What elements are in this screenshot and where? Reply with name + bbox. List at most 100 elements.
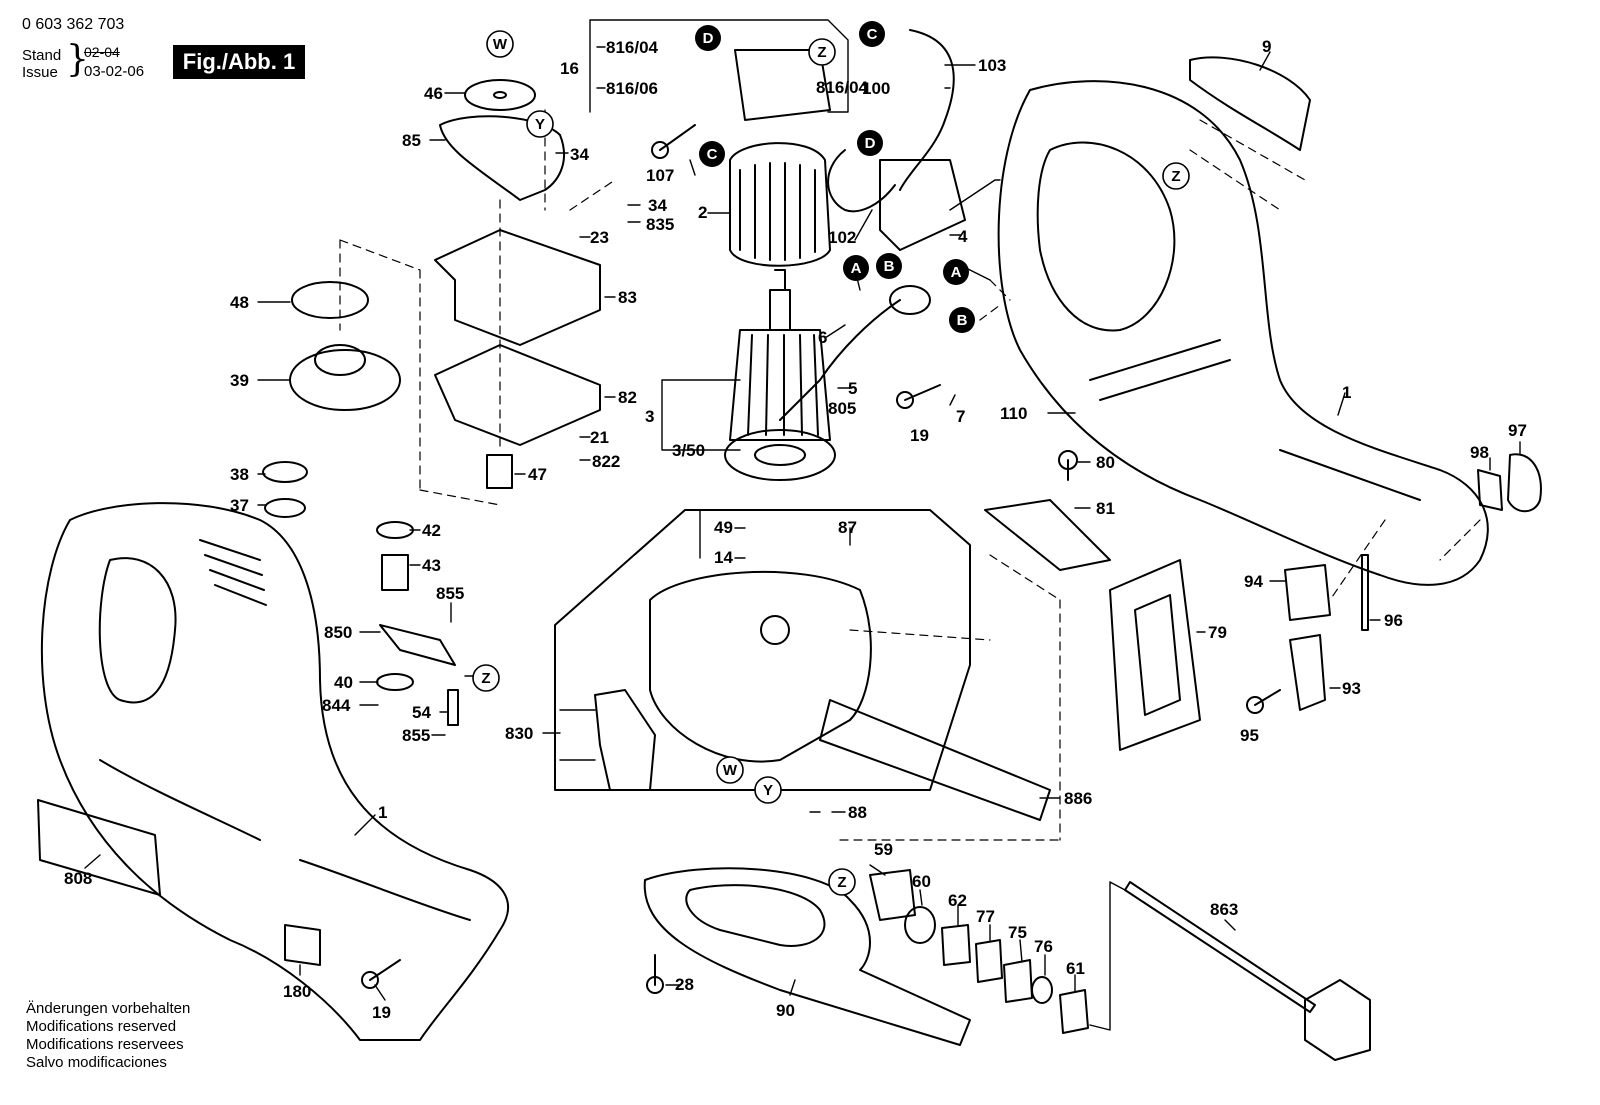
letter-a-switch: A: [843, 255, 869, 281]
field-coil-windings: [739, 162, 816, 261]
gear-housing: [649, 570, 872, 763]
figure-label: Fig./Abb. 1: [173, 45, 305, 79]
svg-text:D: D: [703, 30, 714, 47]
part-label: 90: [776, 1001, 795, 1020]
part-label: 3: [645, 407, 654, 426]
note-es: Salvo modificaciones: [26, 1054, 167, 1071]
dashed-guides: [339, 109, 1481, 841]
svg-text:D: D: [865, 135, 876, 152]
part-label: 1: [378, 803, 387, 822]
armature-fan: [724, 429, 836, 481]
letter-z-rod: Z: [472, 664, 500, 692]
part-label: 835: [646, 215, 674, 234]
svg-text:C: C: [707, 146, 718, 163]
screw-107-head: [651, 141, 669, 159]
part-label: 39: [230, 371, 249, 390]
part-label: 61: [1066, 959, 1085, 978]
svg-text:Z: Z: [817, 44, 826, 61]
part-label: 77: [976, 907, 995, 926]
part-label: 96: [1384, 611, 1403, 630]
part-label: 42: [422, 521, 441, 540]
shoe-bracket: [984, 499, 1111, 571]
part-label: 40: [334, 673, 353, 692]
part-label: 98: [1470, 443, 1489, 462]
spring-96: [1361, 554, 1369, 631]
housing-right-inner: [1036, 141, 1176, 332]
part-label: 816/04: [816, 78, 869, 97]
cable-grommet: [889, 285, 931, 315]
screw-80-head: [1058, 450, 1078, 470]
shoe-plate-window: [1134, 594, 1181, 716]
part-label: 110: [1000, 404, 1027, 423]
letter-a-cable: A: [943, 259, 969, 285]
seal-75: [1003, 959, 1033, 1003]
part-label: 844: [322, 696, 351, 715]
screw-95-head: [1246, 696, 1264, 714]
armature-fan-inner: [754, 444, 806, 466]
screw-19-right-head: [896, 391, 914, 409]
part-label: 822: [592, 452, 620, 471]
svg-text:Z: Z: [1171, 168, 1180, 185]
letter-b-cable: B: [949, 307, 975, 333]
letter-z-bottom: Z: [828, 868, 856, 896]
part-label: 49: [714, 518, 733, 537]
letter-c-top: C: [859, 21, 885, 47]
blade-clamp: [1304, 979, 1371, 1061]
gear-housing-bore: [760, 615, 790, 645]
note-en: Modifications reserved: [26, 1018, 177, 1035]
cap-97: [1507, 453, 1542, 513]
letter-w-top: W: [486, 30, 514, 58]
part-label: 28: [675, 975, 694, 994]
part-label: 47: [528, 465, 547, 484]
part-label: 46: [424, 84, 443, 103]
letter-b-switch: B: [876, 253, 902, 279]
document-number: 0 603 362 703: [22, 16, 125, 33]
part-label: 97: [1508, 421, 1527, 440]
letter-c-coil: C: [699, 141, 725, 167]
part-label: 43: [422, 556, 441, 575]
part-label: 9: [1262, 37, 1271, 56]
part-label: 54: [412, 703, 431, 722]
issue-label: Issue: [22, 64, 58, 81]
clamp-93: [1289, 634, 1326, 711]
reference-letters: W Y D Z C D C A: [472, 21, 1190, 896]
part-label: 19: [372, 1003, 391, 1022]
letter-z-brush: Z: [808, 38, 836, 66]
part-label: 37: [230, 496, 249, 515]
part-label: 180: [283, 982, 311, 1001]
part-label: 816/04: [606, 38, 659, 57]
shoe-plate: [1109, 559, 1201, 751]
part-label: 95: [1240, 726, 1259, 745]
base-plate: [643, 867, 971, 1046]
modification-notes: Änderungen vorbehalten Modifications res…: [26, 1000, 190, 1072]
part-label: 863: [1210, 900, 1238, 919]
guide-plate-83: [434, 229, 601, 346]
part-label: 2: [698, 203, 707, 222]
housing-left-vents: [199, 539, 267, 606]
part-label: 79: [1208, 623, 1227, 642]
part-label: 80: [1096, 453, 1115, 472]
part-label: 7: [956, 407, 965, 426]
brush-holder: [734, 49, 831, 121]
part-label: 34: [570, 145, 589, 164]
part-label: 850: [324, 623, 352, 642]
part-label: 21: [590, 428, 609, 447]
retaining-ring-37: [264, 498, 306, 518]
svg-text:A: A: [951, 264, 962, 281]
cam-plate-85: [439, 115, 565, 201]
part-label: 60: [912, 872, 931, 891]
svg-text:A: A: [851, 260, 862, 277]
washer-42: [376, 521, 414, 539]
issue-date: 03-02-06: [84, 63, 145, 80]
part-label: 107: [646, 166, 674, 185]
part-label: 76: [1034, 937, 1053, 956]
plunger-rod: [1124, 881, 1316, 1013]
field-coil: [729, 142, 831, 267]
note-fr: Modifications reservees: [26, 1036, 184, 1053]
letter-d-top: D: [695, 25, 721, 51]
o-ring-48: [291, 281, 369, 319]
housing-left-shell: [40, 502, 510, 1041]
bearing-60: [904, 906, 936, 944]
part-label: 5: [848, 379, 857, 398]
pin-54: [447, 689, 459, 726]
